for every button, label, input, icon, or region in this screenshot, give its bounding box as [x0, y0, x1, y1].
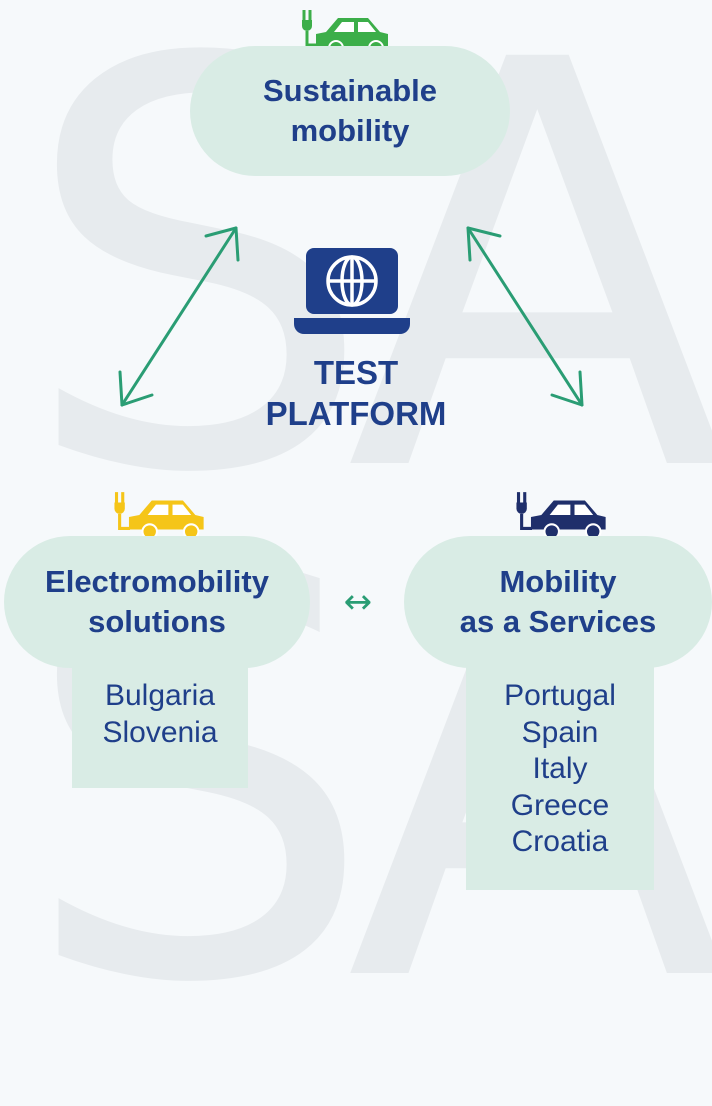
node-label-line2: as a Services: [459, 604, 657, 639]
test-platform-label: TEST PLATFORM: [236, 352, 476, 435]
node-label-line1: Sustainable: [263, 72, 437, 108]
country-item: Spain: [521, 715, 599, 749]
node-label-line1: Mobility: [499, 563, 617, 599]
node-sustainable-mobility: Sustainable mobility: [190, 46, 510, 176]
laptop-globe-icon: [294, 248, 410, 334]
node-electromobility-solutions: Electromobility solutions: [4, 536, 310, 668]
node-mobility-as-a-services: Mobility as a Services: [404, 536, 712, 668]
right-countries-box: Portugal Spain Italy Greece Croatia: [466, 640, 654, 890]
bidirectional-connector: ↔: [343, 582, 373, 622]
country-item: Slovenia: [102, 715, 218, 749]
center-label-line1: TEST: [313, 354, 399, 391]
arrow-right: [466, 226, 584, 407]
node-label-line2: mobility: [290, 113, 410, 148]
electric-car-icon: [114, 492, 204, 540]
country-item: Bulgaria: [104, 679, 216, 712]
electric-car-icon: [516, 492, 606, 540]
country-item: Italy: [532, 752, 588, 786]
arrow-left: [120, 226, 238, 407]
country-item: Croatia: [511, 825, 609, 859]
node-label-line1: Electromobility: [45, 563, 269, 599]
center-label-line2: PLATFORM: [265, 395, 447, 433]
node-label-line2: solutions: [88, 604, 226, 639]
country-item: Portugal: [504, 679, 616, 712]
connector-arrows: [118, 226, 584, 407]
country-item: Greece: [510, 788, 610, 822]
